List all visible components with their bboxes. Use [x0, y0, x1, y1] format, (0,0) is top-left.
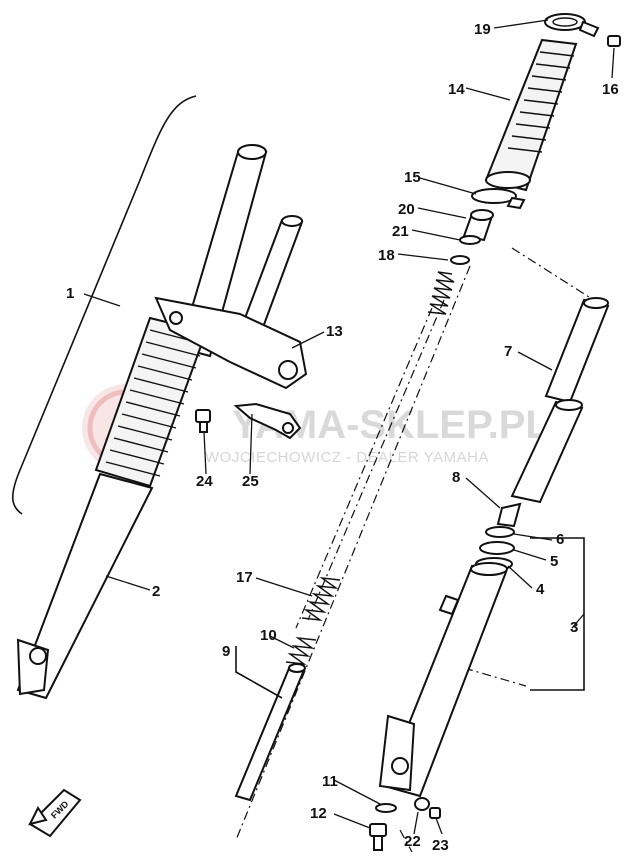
dash-axis-1	[307, 299, 445, 621]
callout-14: 14	[448, 81, 465, 98]
part-24-bolt	[195, 409, 211, 433]
callout-19: 19	[474, 21, 491, 38]
callout-7: 7	[504, 343, 512, 360]
part-25-clamp	[233, 402, 302, 440]
part-8-cap	[496, 502, 522, 528]
part-23-screw	[429, 807, 441, 819]
fork-assembly-left	[11, 95, 308, 700]
callout-21: 21	[392, 223, 409, 240]
callout-17: 17	[236, 569, 253, 586]
callout-4: 4	[536, 581, 545, 598]
part-22-washer	[414, 797, 430, 811]
bracket-9	[235, 646, 283, 699]
dash-axis-2	[295, 307, 433, 629]
callout-2: 2	[152, 583, 160, 600]
callout-11: 11	[322, 773, 338, 790]
part-19-ring	[544, 13, 600, 38]
bracket-boss	[278, 360, 298, 380]
stem-top	[281, 215, 303, 227]
axle-hole-left	[29, 647, 47, 665]
part-10-spring	[285, 637, 317, 665]
callout-13: 13	[326, 323, 343, 340]
callout-6: 6	[556, 531, 564, 548]
callout-3: 3	[570, 619, 578, 636]
callout-10: 10	[260, 627, 277, 644]
callout-1: 1	[66, 285, 74, 302]
part-6-seal	[485, 526, 515, 538]
callout-23: 23	[432, 837, 449, 854]
part-7-tube	[510, 297, 610, 504]
part-20-seal	[462, 209, 494, 242]
part-21-washer	[459, 235, 481, 245]
fwd-badge: FWD	[28, 788, 82, 838]
callout-12: 12	[310, 805, 327, 822]
callout-18: 18	[378, 247, 395, 264]
callout-16: 16	[602, 81, 619, 98]
callout-15: 15	[404, 169, 421, 186]
arrow-icon	[28, 788, 82, 838]
part-14-boot	[484, 38, 578, 192]
part-11-washer	[375, 803, 397, 813]
callout-9: 9	[222, 643, 230, 660]
callout-24: 24	[196, 473, 213, 490]
outer-tube-left	[16, 472, 154, 700]
dash-axis-4	[511, 247, 601, 305]
leader-lines	[83, 19, 615, 835]
dash-axis-6	[399, 829, 413, 853]
under-bracket	[154, 296, 308, 390]
callout-8: 8	[452, 469, 460, 486]
part-17-spring	[301, 577, 341, 621]
bracket-1	[11, 95, 197, 515]
steering-stem	[240, 218, 304, 332]
part-3-outer-tube	[378, 562, 508, 798]
part-16-screw	[607, 35, 621, 47]
dash-axis-3	[235, 265, 471, 841]
callout-5: 5	[550, 553, 558, 570]
part-9-damper-rod	[234, 663, 306, 802]
spring-upper	[427, 271, 455, 315]
inner-tube-cap	[237, 144, 267, 160]
part-18-clip	[450, 255, 470, 265]
clamp-bolt	[169, 311, 183, 325]
callout-22: 22	[404, 833, 421, 850]
callout-labels: 1 2 3 4 5 6 7 8 9 10 11 12 13 14 15 16 1…	[66, 21, 619, 854]
watermark-subtext: WOJCIECHOWICZ - DEALER YAMAHA	[205, 449, 489, 466]
dash-axis-5	[463, 667, 527, 687]
axle-boss-left	[16, 638, 50, 696]
callout-20: 20	[398, 201, 415, 218]
part-5-seal	[479, 541, 515, 555]
part-15-clamp	[471, 188, 526, 210]
part-12-bolt	[369, 823, 387, 851]
callout-25: 25	[242, 473, 259, 490]
